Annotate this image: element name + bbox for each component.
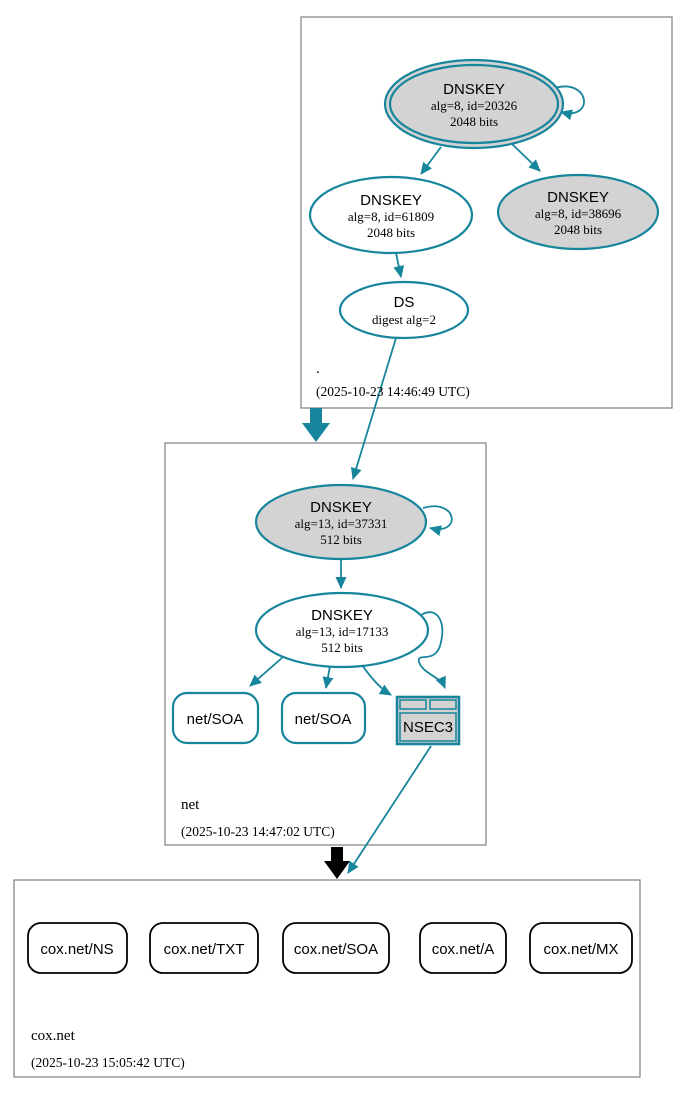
net-zone-label: net [181, 797, 200, 813]
net-ksk-line3: 512 bits [320, 532, 362, 547]
net-zsk-line2: alg=13, id=17133 [296, 624, 389, 639]
net-zone-timestamp: (2025-10-23 14:47:02 UTC) [181, 824, 335, 839]
root-ds-title: DS [394, 294, 415, 311]
net-zsk-ellipse [254, 591, 430, 669]
root-ksk2-line3: 2048 bits [554, 222, 602, 237]
net-zsk-line3: 512 bits [321, 640, 363, 655]
coxnet-mx-label: cox.net/MX [543, 941, 618, 958]
nsec3-label: NSEC3 [403, 719, 453, 736]
edge-root-ksk-to-ksk2 [511, 143, 541, 172]
root-zone-timestamp: (2025-10-23 14:46:49 UTC) [316, 384, 470, 399]
coxnet-zone-box [13, 879, 641, 1078]
net-soa2-label: net/SOA [295, 711, 352, 728]
net-soa1-label: net/SOA [187, 711, 244, 728]
nsec3-cell-right [429, 699, 457, 710]
node-coxnet-a[interactable]: cox.net/A [419, 922, 507, 974]
coxnet-zone-timestamp: (2025-10-23 15:05:42 UTC) [31, 1055, 185, 1070]
net-ksk-title: DNSKEY [310, 499, 372, 516]
root-zone-label: . [316, 361, 320, 377]
root-zsk-ellipse [308, 175, 474, 255]
root-zone-box [300, 16, 673, 409]
coxnet-txt-rect [149, 922, 259, 974]
root-ksk-line2: alg=8, id=20326 [431, 98, 518, 113]
root-ds-ellipse [338, 280, 470, 340]
edge-net-zsk-to-soa2 [322, 665, 334, 689]
net-zone-box [164, 442, 487, 846]
node-net-nsec3[interactable]: NSEC3 [395, 695, 461, 746]
node-coxnet-ns[interactable]: cox.net/NS [27, 922, 128, 974]
node-root-zsk-61809[interactable]: DNSKEY alg=8, id=61809 2048 bits [308, 175, 474, 255]
node-net-soa2[interactable]: net/SOA [280, 691, 367, 745]
root-ksk-outer-ellipse [383, 58, 565, 150]
edge-net-zsk-to-soa1 [249, 656, 284, 687]
node-root-ds[interactable]: DS digest alg=2 [338, 280, 470, 340]
edge-root-zsk-to-ds [393, 252, 405, 278]
node-root-ksk2-38696[interactable]: DNSKEY alg=8, id=38696 2048 bits [496, 173, 660, 251]
net-soa1-rect [171, 691, 260, 745]
node-coxnet-mx[interactable]: cox.net/MX [529, 922, 633, 974]
secure-delegation-arrow [302, 408, 330, 442]
root-ksk-line3: 2048 bits [450, 114, 498, 129]
edge-root-ksk-self-loop [554, 85, 585, 121]
edge-root-ksk-to-zsk [420, 146, 442, 175]
net-ksk-ellipse [254, 483, 428, 561]
net-zsk-title: DNSKEY [311, 607, 373, 624]
coxnet-ns-label: cox.net/NS [40, 941, 113, 958]
root-ksk2-title: DNSKEY [547, 189, 609, 206]
coxnet-soa-label: cox.net/SOA [294, 941, 378, 958]
node-net-soa1[interactable]: net/SOA [171, 691, 260, 745]
edge-net-zsk-to-nsec3-left [359, 661, 392, 696]
net-ksk-line2: alg=13, id=37331 [295, 516, 388, 531]
root-ksk-inner-ellipse [388, 63, 560, 145]
insecure-delegation-arrow [324, 847, 350, 879]
coxnet-zone-label: cox.net [31, 1028, 76, 1044]
edge-net-ksk-self-loop [422, 505, 453, 536]
coxnet-soa-rect [282, 922, 390, 974]
node-net-zsk-17133[interactable]: DNSKEY alg=13, id=17133 512 bits [254, 591, 430, 669]
net-soa2-rect [280, 691, 367, 745]
root-zsk-line2: alg=8, id=61809 [348, 209, 434, 224]
node-coxnet-txt[interactable]: cox.net/TXT [149, 922, 259, 974]
root-zsk-title: DNSKEY [360, 192, 422, 209]
coxnet-a-label: cox.net/A [432, 941, 495, 958]
root-ksk2-ellipse [496, 173, 660, 251]
edge-net-zsk-to-nsec3-right [405, 611, 446, 689]
nsec3-label-cell [399, 712, 457, 742]
node-net-ksk-37331[interactable]: DNSKEY alg=13, id=37331 512 bits [254, 483, 428, 561]
coxnet-ns-rect [27, 922, 128, 974]
root-ds-line2: digest alg=2 [372, 312, 436, 327]
root-ksk-title: DNSKEY [443, 81, 505, 98]
coxnet-mx-rect [529, 922, 633, 974]
root-ksk2-line2: alg=8, id=38696 [535, 206, 622, 221]
root-zsk-line3: 2048 bits [367, 225, 415, 240]
node-coxnet-soa[interactable]: cox.net/SOA [282, 922, 390, 974]
nsec3-cell-left [399, 699, 427, 710]
edge-ds-to-net-ksk [350, 337, 397, 480]
node-root-ksk-20326[interactable]: DNSKEY alg=8, id=20326 2048 bits [383, 58, 565, 150]
coxnet-txt-label: cox.net/TXT [164, 941, 245, 958]
edge-nsec3-to-coxnet [347, 745, 432, 874]
coxnet-a-rect [419, 922, 507, 974]
